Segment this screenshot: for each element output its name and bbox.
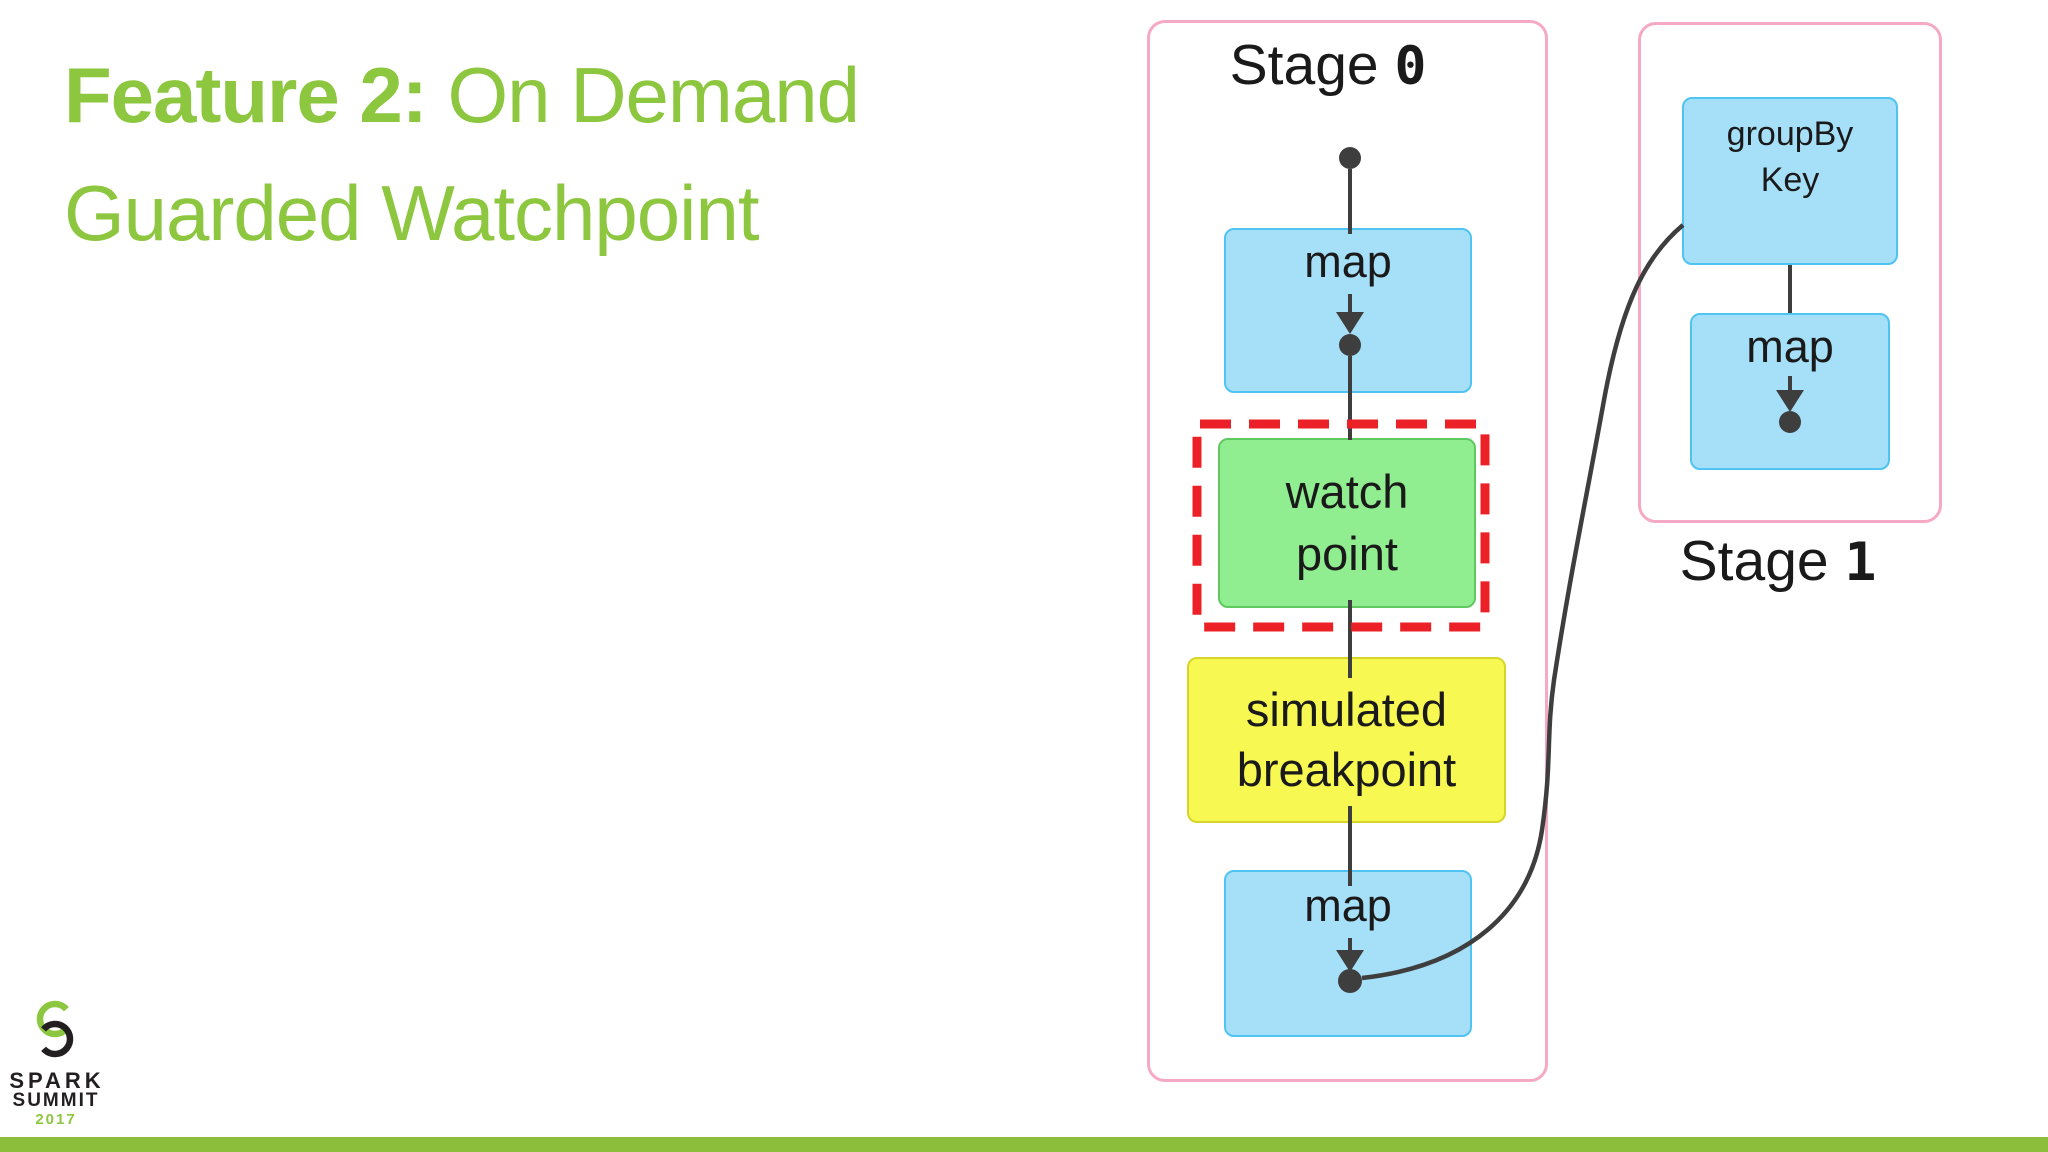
node-watchpoint-label: watch point: [1285, 465, 1409, 580]
spark-summit-logo: SPARK SUMMIT 2017: [9, 996, 101, 1128]
bottom-accent-bar: [0, 1137, 2048, 1152]
logo-spark-text: SPARK: [9, 1068, 105, 1093]
node-map-top-label: map: [1304, 236, 1392, 287]
title-line1-rest: On Demand: [426, 51, 860, 139]
stage1-label-number: 1: [1844, 532, 1877, 593]
node-simulated-breakpoint: simulated breakpoint: [1187, 657, 1506, 823]
node-map-top: map: [1224, 228, 1472, 393]
stage0-label-number: 0: [1394, 36, 1427, 97]
title-bold-prefix: Feature 2:: [64, 51, 428, 139]
page-title: Feature 2: On Demand Guarded Watchpoint: [64, 36, 964, 272]
stage0-label-word: Stage: [1229, 33, 1395, 97]
node-stage1-map-label: map: [1746, 321, 1834, 372]
node-map-bottom: map: [1224, 870, 1472, 1037]
node-map-bottom-label: map: [1304, 880, 1392, 931]
node-groupby-key-label: groupBy Key: [1726, 115, 1854, 199]
spark-s-icon: [36, 1000, 74, 1058]
stage1-label: Stage 1: [1628, 528, 1928, 594]
node-groupby-key: groupBy Key: [1682, 97, 1898, 265]
logo-summit-text: SUMMIT: [12, 1090, 100, 1111]
logo-year-text: 2017: [35, 1111, 77, 1128]
node-stage1-map: map: [1690, 313, 1890, 470]
node-simulated-breakpoint-label: simulated breakpoint: [1236, 683, 1457, 796]
stage1-label-word: Stage: [1679, 529, 1845, 593]
title-line-2: Guarded Watchpoint: [64, 169, 760, 257]
node-watchpoint: watch point: [1218, 438, 1476, 608]
stage0-label: Stage 0: [1128, 32, 1528, 98]
title-line-1: Feature 2: On Demand: [64, 36, 964, 154]
